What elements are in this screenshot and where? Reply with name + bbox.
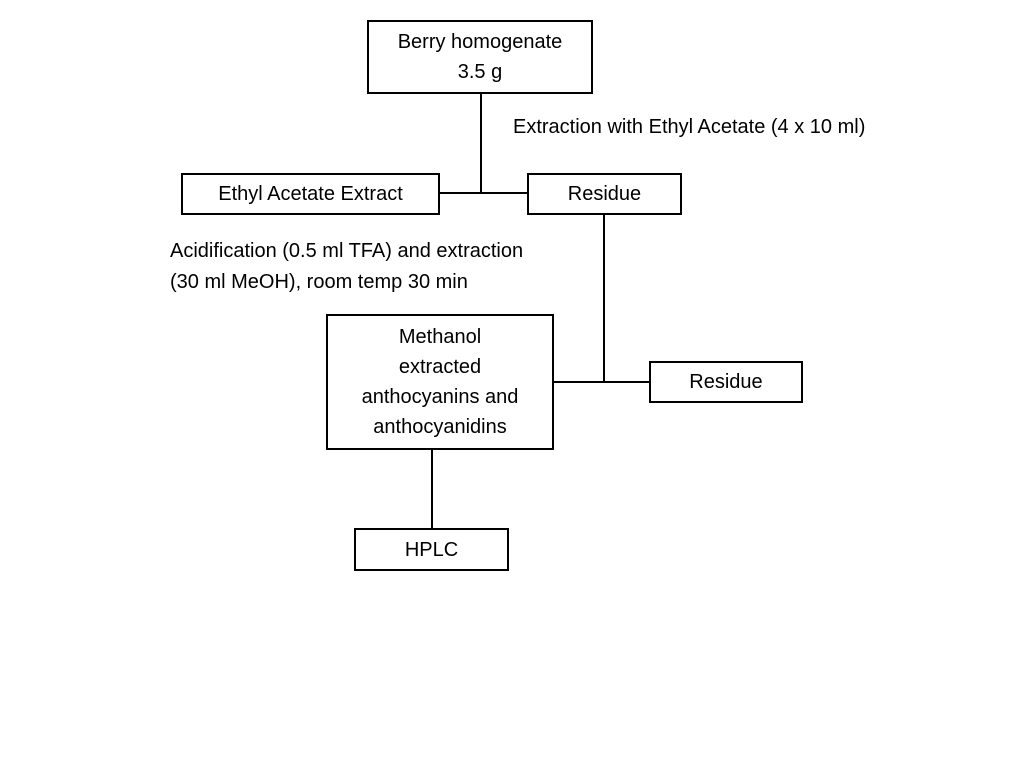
- connector-methanol-residue: [553, 381, 650, 383]
- step-note-extraction: Extraction with Ethyl Acetate (4 x 10 ml…: [513, 116, 866, 138]
- methanol-label-line1: Methanol: [398, 326, 482, 348]
- connector-residue-down: [603, 215, 605, 382]
- step-note-acidification-line1: Acidification (0.5 ml TFA) and extractio…: [170, 240, 524, 262]
- ethyl-acetate-extract-label: Ethyl Acetate Extract: [218, 183, 403, 205]
- residue-box-2: Residue: [649, 361, 803, 403]
- connector-methanol-hplc: [431, 450, 433, 528]
- connector-extract-residue: [440, 192, 528, 194]
- hplc-box: HPLC: [354, 528, 509, 571]
- berry-homogenate-label: Berry homogenate: [397, 31, 563, 53]
- methanol-label-line2: extracted: [398, 356, 482, 378]
- connector-berry-down: [480, 93, 482, 193]
- berry-homogenate-amount: 3.5 g: [457, 61, 503, 83]
- methanol-extract-box: Methanol extracted anthocyanins and anth…: [326, 314, 554, 450]
- berry-homogenate-box: Berry homogenate 3.5 g: [367, 20, 593, 94]
- ethyl-acetate-extract-box: Ethyl Acetate Extract: [181, 173, 440, 215]
- step-note-acidification-line2: (30 ml MeOH), room temp 30 min: [170, 271, 468, 293]
- residue-label-2: Residue: [689, 371, 763, 393]
- residue-box-1: Residue: [527, 173, 682, 215]
- methanol-label-line3: anthocyanins and: [361, 386, 519, 408]
- residue-label-1: Residue: [567, 183, 642, 205]
- hplc-label: HPLC: [404, 538, 459, 561]
- methanol-label-line4: anthocyanidins: [373, 416, 507, 438]
